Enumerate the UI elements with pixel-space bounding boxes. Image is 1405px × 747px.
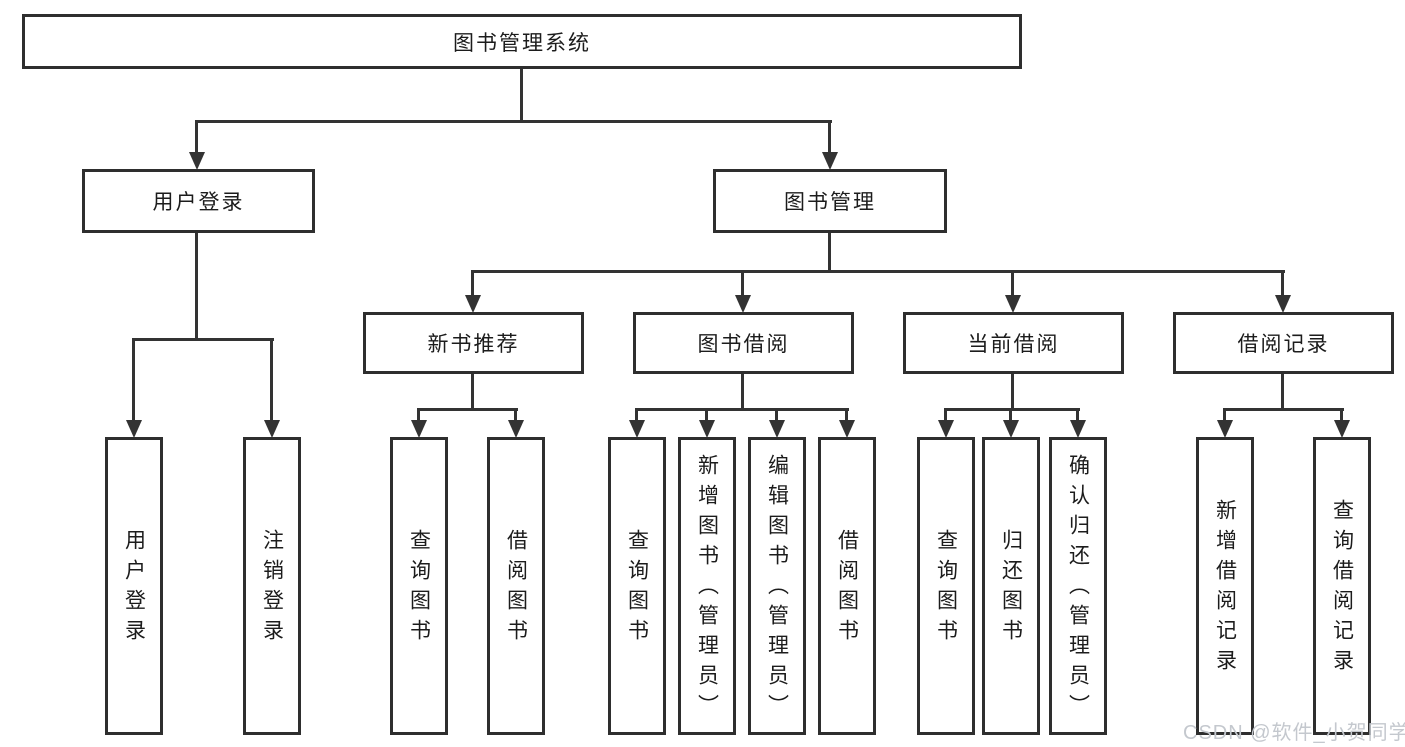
connector-line bbox=[741, 374, 744, 409]
arrowhead-icon bbox=[264, 420, 280, 438]
leaf-add-book-admin: 新增图书（管理员） bbox=[678, 437, 736, 735]
leaf-return-book: 归还图书 bbox=[982, 437, 1040, 735]
node-borrow-records: 借阅记录 bbox=[1173, 312, 1394, 374]
arrowhead-icon bbox=[126, 420, 142, 438]
connector-line bbox=[1011, 270, 1014, 296]
connector-line bbox=[1009, 408, 1012, 421]
connector-line bbox=[944, 408, 1080, 411]
connector-line bbox=[1011, 374, 1014, 409]
connector-line bbox=[845, 408, 848, 421]
node-book-borrow: 图书借阅 bbox=[633, 312, 854, 374]
leaf-logout: 注销登录 bbox=[243, 437, 301, 735]
connector-line bbox=[635, 408, 849, 411]
connector-line bbox=[1223, 408, 1226, 421]
leaf-add-borrow-record: 新增借阅记录 bbox=[1196, 437, 1254, 735]
connector-line bbox=[635, 408, 638, 421]
node-root: 图书管理系统 bbox=[22, 14, 1022, 69]
connector-line bbox=[132, 338, 274, 341]
leaf-borrow-books-recommend: 借阅图书 bbox=[487, 437, 545, 735]
arrowhead-icon bbox=[699, 420, 715, 438]
connector-line bbox=[944, 408, 947, 421]
arrowhead-icon bbox=[769, 420, 785, 438]
arrowhead-icon bbox=[938, 420, 954, 438]
arrowhead-icon bbox=[839, 420, 855, 438]
connector-line bbox=[828, 233, 831, 271]
connector-line bbox=[741, 270, 744, 296]
connector-line bbox=[195, 233, 198, 339]
leaf-query-books-current: 查询图书 bbox=[917, 437, 975, 735]
connector-line bbox=[705, 408, 708, 421]
connector-line bbox=[417, 408, 518, 411]
arrowhead-icon bbox=[1003, 420, 1019, 438]
connector-line bbox=[775, 408, 778, 421]
connector-line bbox=[132, 338, 135, 421]
connector-line bbox=[195, 120, 832, 123]
leaf-query-books-recommend: 查询图书 bbox=[390, 437, 448, 735]
connector-line bbox=[520, 69, 523, 121]
leaf-user-login: 用户登录 bbox=[105, 437, 163, 735]
leaf-confirm-return-admin: 确认归还（管理员） bbox=[1049, 437, 1107, 735]
arrowhead-icon bbox=[411, 420, 427, 438]
csdn-watermark: CSDN @软件_小贺同学 bbox=[1183, 722, 1405, 744]
leaf-query-books-borrow: 查询图书 bbox=[608, 437, 666, 735]
node-user-login: 用户登录 bbox=[82, 169, 315, 233]
connector-line bbox=[417, 408, 420, 421]
leaf-borrow-books-borrow: 借阅图书 bbox=[818, 437, 876, 735]
connector-line bbox=[1223, 408, 1344, 411]
arrowhead-icon bbox=[735, 295, 751, 313]
arrowhead-icon bbox=[629, 420, 645, 438]
connector-line bbox=[828, 120, 831, 154]
connector-line bbox=[471, 270, 1285, 273]
connector-line bbox=[1076, 408, 1079, 421]
connector-line bbox=[1340, 408, 1343, 421]
arrowhead-icon bbox=[465, 295, 481, 313]
arrowhead-icon bbox=[822, 152, 838, 170]
arrowhead-icon bbox=[1217, 420, 1233, 438]
node-new-book-recommend: 新书推荐 bbox=[363, 312, 584, 374]
leaf-query-borrow-record: 查询借阅记录 bbox=[1313, 437, 1371, 735]
connector-line bbox=[471, 374, 474, 409]
connector-line bbox=[1281, 270, 1284, 296]
connector-line bbox=[270, 338, 273, 421]
arrowhead-icon bbox=[1334, 420, 1350, 438]
node-current-borrow: 当前借阅 bbox=[903, 312, 1124, 374]
node-book-management: 图书管理 bbox=[713, 169, 947, 233]
arrowhead-icon bbox=[189, 152, 205, 170]
arrowhead-icon bbox=[1070, 420, 1086, 438]
connector-line bbox=[471, 270, 474, 296]
arrowhead-icon bbox=[1275, 295, 1291, 313]
leaf-edit-book-admin: 编辑图书（管理员） bbox=[748, 437, 806, 735]
arrowhead-icon bbox=[508, 420, 524, 438]
connector-line bbox=[514, 408, 517, 421]
connector-line bbox=[1281, 374, 1284, 409]
connector-line bbox=[195, 120, 198, 154]
arrowhead-icon bbox=[1005, 295, 1021, 313]
